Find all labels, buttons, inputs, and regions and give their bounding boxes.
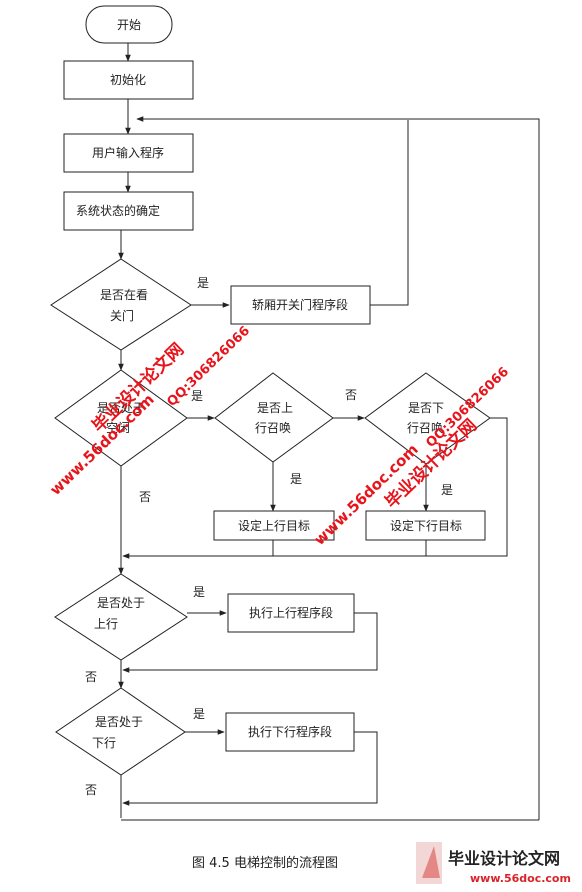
idle-decision: 是否处于 空闲 — [54, 369, 188, 467]
upcall-label-2: 行召唤 — [255, 421, 291, 435]
down-label-1: 是否处于 — [95, 715, 143, 729]
watermark-qq-left: QQ:306826066 — [164, 324, 253, 410]
watch-label-1: 是否在看 — [100, 288, 148, 302]
logo-site: www.56doc.com — [470, 872, 571, 885]
site-logo: 毕业设计论文网 www.56doc.com — [416, 842, 571, 885]
down-decision: 是否处于 下行 — [55, 687, 186, 776]
watch-yes-label: 是 — [197, 276, 209, 290]
exec-up-process: 执行上行程序段 — [227, 593, 355, 633]
downcall-decision: 是否下 行召唤 — [364, 372, 491, 465]
figure-caption: 图 4.5 电梯控制的流程图 — [192, 855, 338, 871]
set-down-process: 设定下行目标 — [365, 510, 486, 541]
up-no-label: 否 — [85, 670, 97, 684]
down-yes-label: 是 — [193, 707, 205, 721]
upcall-no-label: 否 — [345, 388, 357, 402]
idle-no-label: 否 — [139, 490, 151, 504]
up-label-2: 上行 — [94, 617, 118, 631]
connectors — [118, 43, 540, 821]
set-down-label: 设定下行目标 — [390, 518, 462, 533]
door-process: 轿厢开关门程序段 — [230, 285, 371, 325]
down-label-2: 下行 — [92, 736, 116, 750]
upcall-label-1: 是否上 — [257, 401, 293, 415]
downcall-yes-label: 是 — [441, 483, 453, 497]
idle-yes-label: 是 — [191, 389, 203, 403]
set-up-process: 设定上行目标 — [213, 510, 335, 541]
upcall-yes-label: 是 — [290, 472, 302, 486]
input-process: 用户输入程序 — [63, 133, 194, 173]
set-up-label: 设定上行目标 — [238, 518, 310, 533]
watch-label-2: 关门 — [110, 308, 134, 323]
downcall-label-2: 行召唤 — [407, 421, 443, 435]
logo-brand: 毕业设计论文网 — [448, 849, 560, 868]
upcall-decision: 是否上 行召唤 — [214, 372, 334, 463]
door-label: 轿厢开关门程序段 — [252, 297, 348, 312]
idle-label-1: 是否处于 — [97, 401, 145, 415]
downcall-label-1: 是否下 — [408, 401, 444, 415]
start-label: 开始 — [117, 18, 141, 32]
start-terminal: 开始 — [85, 5, 173, 44]
up-yes-label: 是 — [193, 585, 205, 599]
init-label: 初始化 — [110, 73, 146, 87]
input-label: 用户输入程序 — [92, 145, 164, 160]
watch-decision: 是否在看 关门 — [50, 258, 192, 351]
up-label-1: 是否处于 — [97, 596, 145, 610]
init-process: 初始化 — [63, 60, 194, 100]
exec-down-process: 执行下行程序段 — [225, 712, 355, 752]
status-process: 系统状态的确定 — [63, 191, 194, 231]
exec-down-label: 执行下行程序段 — [248, 724, 332, 739]
status-label: 系统状态的确定 — [76, 203, 160, 218]
exec-up-label: 执行上行程序段 — [249, 605, 333, 620]
up-decision: 是否处于 上行 — [54, 573, 188, 661]
idle-label-2: 空闲 — [106, 421, 130, 435]
down-no-label: 否 — [85, 783, 97, 797]
